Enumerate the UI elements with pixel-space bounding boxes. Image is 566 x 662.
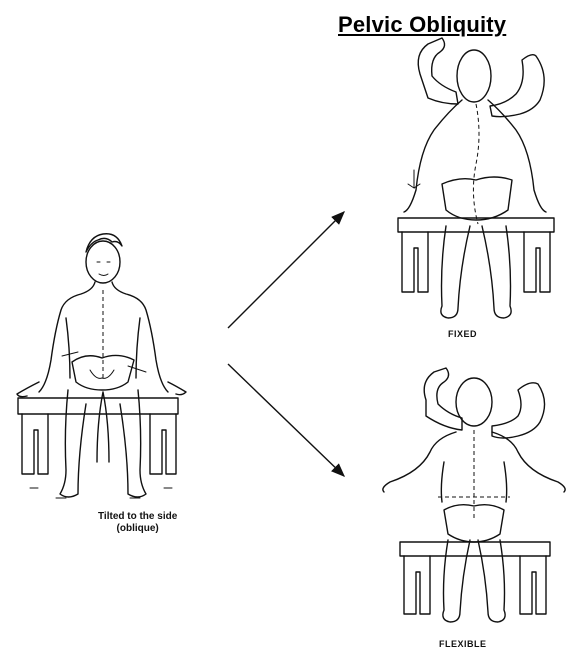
flexible-helper-right-arm xyxy=(492,383,545,438)
flexible-caption: FLEXIBLE xyxy=(439,639,487,649)
